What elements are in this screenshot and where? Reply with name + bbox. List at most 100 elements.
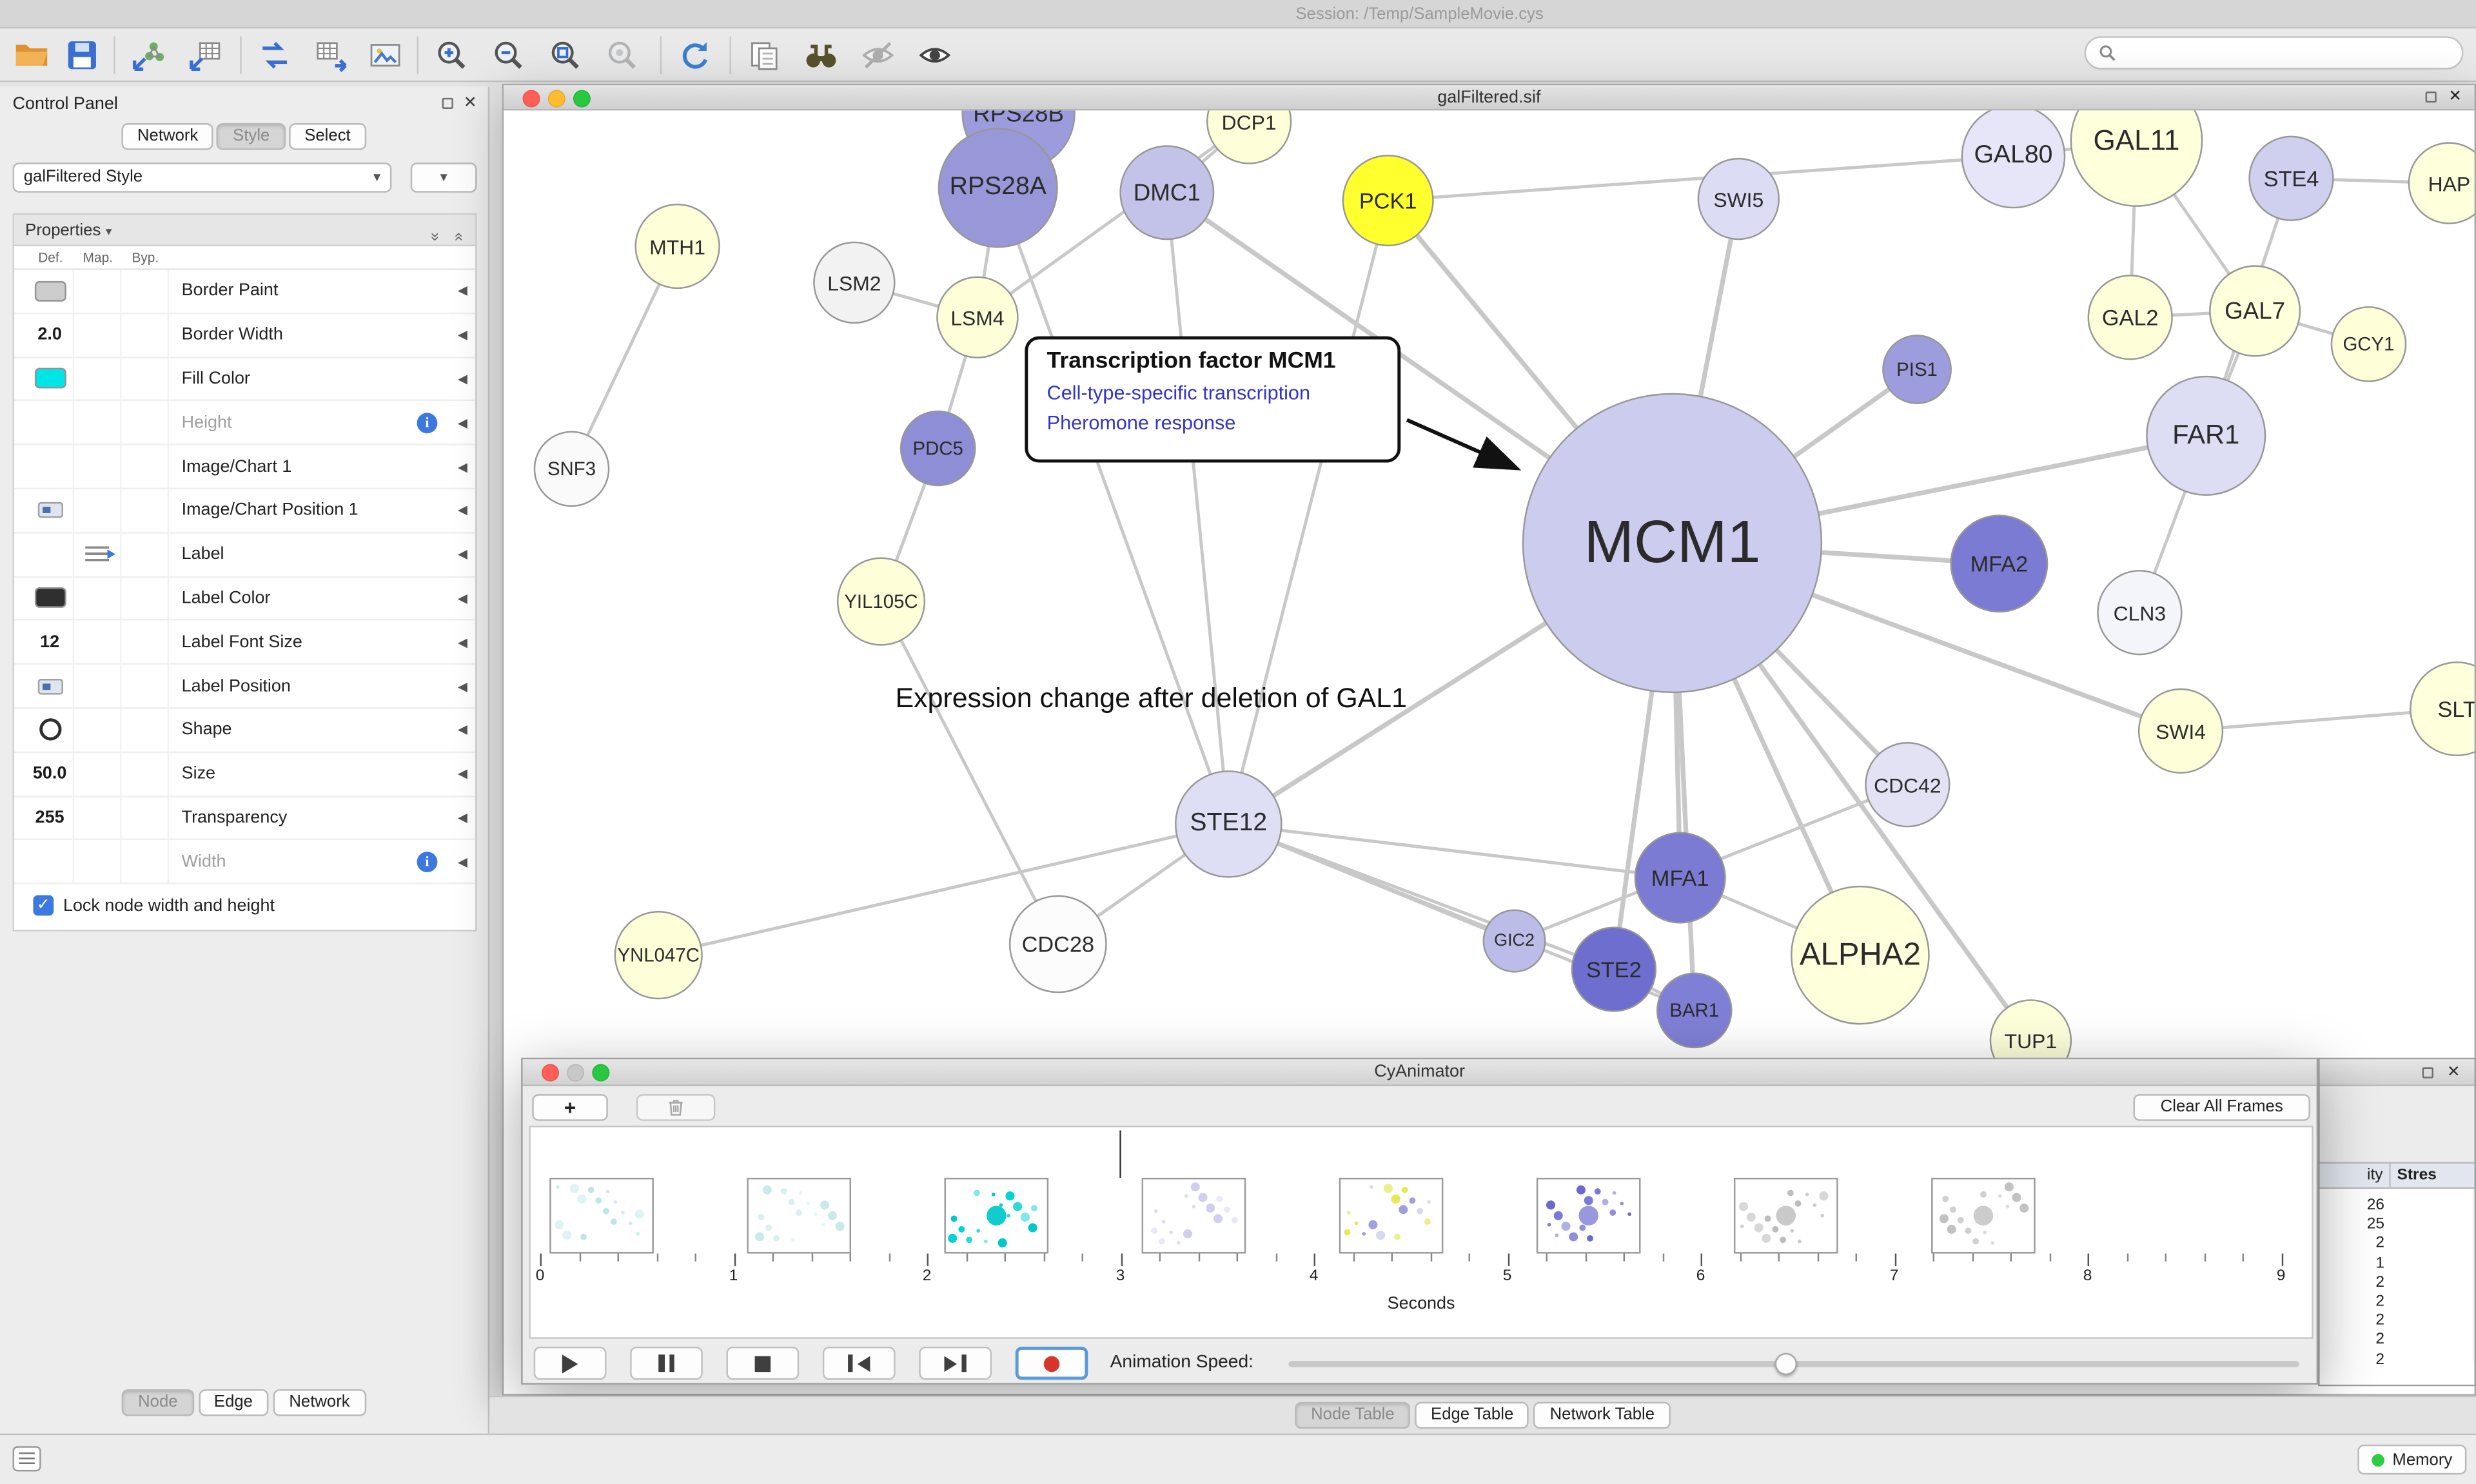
expand-arrow-icon[interactable]: ◀	[457, 547, 467, 562]
expand-arrow-icon[interactable]: ◀	[457, 284, 467, 298]
network-node-mfa1[interactable]: MFA1	[1634, 832, 1726, 924]
skip-start-button[interactable]	[822, 1346, 896, 1380]
map-cell[interactable]	[74, 752, 122, 796]
expand-arrow-icon[interactable]: ◀	[457, 503, 467, 518]
property-row-transparency[interactable]: 255 Transparency i ◀	[14, 796, 476, 841]
hide-selected-button[interactable]	[856, 33, 900, 77]
property-row-label[interactable]: Label i ◀	[14, 533, 476, 578]
frame-thumbnail-8[interactable]	[1931, 1177, 2036, 1254]
save-session-button[interactable]	[60, 33, 104, 77]
expand-all-icon[interactable]: «	[450, 232, 468, 242]
byp-cell[interactable]	[122, 577, 170, 620]
network-node-ste2[interactable]: STE2	[1571, 926, 1656, 1012]
close-traffic-light[interactable]	[522, 90, 540, 108]
property-row-size[interactable]: 50.0 Size i ◀	[14, 752, 476, 797]
expand-arrow-icon[interactable]: ◀	[457, 371, 467, 386]
network-node-alpha2[interactable]: ALPHA2	[1791, 885, 1930, 1025]
map-cell[interactable]	[74, 621, 122, 663]
property-row-image-chart-1[interactable]: Image/Chart 1 i ◀	[14, 445, 476, 490]
network-node-ste4[interactable]: STE4	[2248, 135, 2334, 221]
zoom-in-button[interactable]	[429, 33, 474, 77]
export-table-button[interactable]	[310, 33, 354, 77]
table-row[interactable]: 2	[2320, 1342, 2475, 1368]
playhead[interactable]	[1119, 1130, 1121, 1178]
color-swatch[interactable]	[34, 280, 66, 302]
color-swatch[interactable]	[34, 588, 66, 609]
def-cell[interactable]: 255	[27, 796, 75, 839]
frame-thumbnail-4[interactable]	[1141, 1177, 1246, 1254]
network-node-rps28a[interactable]: RPS28A	[938, 128, 1058, 248]
network-node-hap[interactable]: HAP	[2408, 142, 2475, 224]
table-tab-node-table[interactable]: Node Table	[1295, 1401, 1411, 1429]
frame-thumbnail-6[interactable]	[1536, 1177, 1641, 1254]
property-row-border-width[interactable]: 2.0 Border Width i ◀	[14, 313, 476, 358]
zoom-traffic-light[interactable]	[573, 90, 591, 108]
def-cell[interactable]: 2.0	[27, 313, 75, 356]
tab-style[interactable]: Style	[217, 123, 286, 150]
network-node-far1[interactable]: FAR1	[2146, 375, 2266, 496]
column-header-centrality[interactable]: ity	[2320, 1163, 2391, 1187]
map-cell[interactable]	[74, 445, 122, 488]
tab-select[interactable]: Select	[288, 123, 367, 150]
network-node-cdc42[interactable]: CDC42	[1865, 742, 1950, 828]
add-frame-button[interactable]: +	[532, 1094, 608, 1121]
zoom-traffic-light[interactable]	[592, 1064, 610, 1082]
float-panel-icon[interactable]	[2422, 1067, 2433, 1079]
find-button[interactable]	[799, 33, 843, 77]
expand-arrow-icon[interactable]: ◀	[457, 679, 467, 694]
def-cell[interactable]	[27, 445, 75, 488]
map-cell[interactable]	[74, 840, 122, 883]
frame-thumbnail-2[interactable]	[747, 1177, 852, 1254]
byp-cell[interactable]	[122, 621, 170, 663]
table-row[interactable]: 2	[2320, 1323, 2475, 1349]
expand-arrow-icon[interactable]: ◀	[457, 327, 467, 342]
expand-arrow-icon[interactable]: ◀	[457, 810, 467, 825]
byp-cell[interactable]	[122, 752, 170, 796]
byp-cell[interactable]	[122, 401, 170, 444]
property-row-border-paint[interactable]: Border Paint i ◀	[14, 269, 476, 314]
speed-slider[interactable]	[1288, 1347, 2299, 1380]
import-network-button[interactable]	[126, 33, 171, 77]
property-row-label-color[interactable]: Label Color i ◀	[14, 577, 476, 621]
table-row[interactable]: 2	[2320, 1227, 2475, 1253]
map-cell[interactable]	[74, 489, 122, 532]
byp-cell[interactable]	[122, 269, 170, 313]
map-cell[interactable]	[74, 313, 122, 356]
network-node-ynl047c[interactable]: YNL047C	[614, 911, 703, 1000]
close-panel-icon[interactable]: ✕	[464, 94, 477, 112]
position-widget-icon[interactable]	[37, 678, 63, 694]
def-cell[interactable]	[27, 269, 75, 313]
close-window-icon[interactable]: ✕	[2448, 88, 2462, 106]
network-node-dmc1[interactable]: DMC1	[1119, 145, 1215, 240]
zoom-fit-button[interactable]	[543, 33, 587, 77]
def-cell[interactable]	[27, 357, 75, 400]
table-tab-edge-table[interactable]: Edge Table	[1415, 1401, 1529, 1429]
def-cell[interactable]	[27, 840, 75, 883]
def-cell[interactable]	[27, 401, 75, 444]
table-row[interactable]: 2	[2320, 1265, 2475, 1291]
network-node-pck1[interactable]: PCK1	[1342, 155, 1434, 247]
ellipse-shape-icon[interactable]	[39, 719, 61, 741]
pause-button[interactable]	[630, 1346, 703, 1380]
frame-thumbnail-5[interactable]	[1339, 1177, 1444, 1254]
property-row-shape[interactable]: Shape i ◀	[14, 708, 476, 753]
expand-arrow-icon[interactable]: ◀	[457, 591, 467, 606]
frame-thumbnail-1[interactable]	[549, 1177, 654, 1254]
table-row[interactable]: 2	[2320, 1285, 2475, 1311]
annotation-link-2[interactable]: Pheromone response	[1046, 411, 1236, 434]
zoom-out-button[interactable]	[486, 33, 531, 77]
table-tab-network-table[interactable]: Network Table	[1534, 1401, 1671, 1429]
map-cell[interactable]	[74, 577, 122, 620]
table-row[interactable]: 2	[2320, 1304, 2475, 1329]
play-button[interactable]	[533, 1346, 607, 1380]
network-node-swi5[interactable]: SWI5	[1697, 157, 1780, 240]
network-node-mth1[interactable]: MTH1	[634, 203, 720, 289]
copy-button[interactable]	[742, 33, 787, 77]
network-swap-button[interactable]	[253, 33, 297, 77]
network-node-mfa2[interactable]: MFA2	[1950, 514, 2049, 613]
network-node-cln3[interactable]: CLN3	[2097, 570, 2183, 656]
network-node-gal2[interactable]: GAL2	[2087, 275, 2173, 360]
def-cell[interactable]	[27, 533, 75, 576]
table-row[interactable]: 26	[2320, 1189, 2475, 1214]
network-node-cdc28[interactable]: CDC28	[1008, 895, 1107, 993]
